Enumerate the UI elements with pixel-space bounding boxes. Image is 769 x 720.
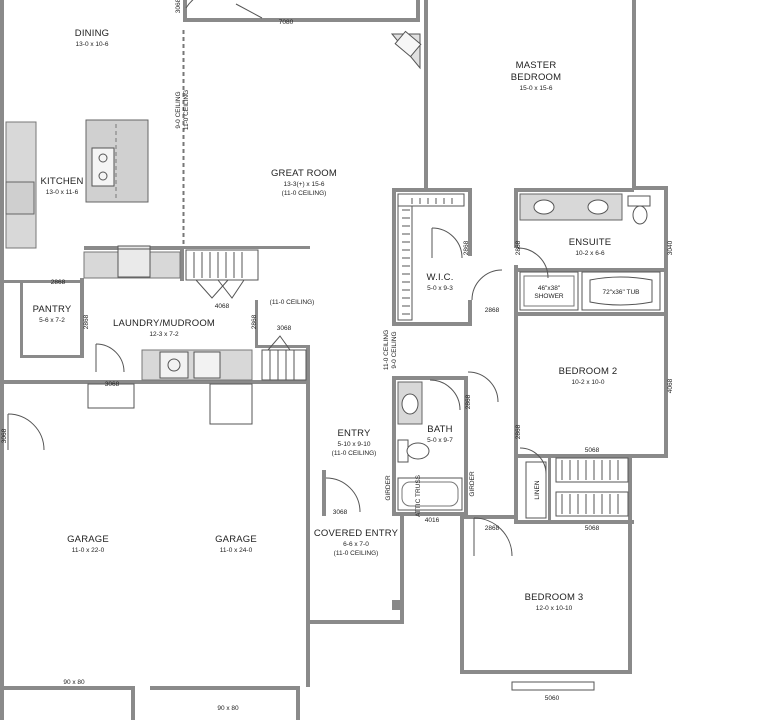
bedroom3-size: 12-0 x 10-10: [536, 605, 573, 612]
wic-size: 5-0 x 9-3: [427, 285, 453, 292]
dim-4068-bed2: 4068: [667, 378, 674, 393]
dim-4016: 4016: [425, 517, 440, 524]
kitchen-name: KITCHEN: [40, 176, 83, 187]
dim-2868-wic: 2868: [463, 240, 470, 255]
dim-9080-b: 90 x 80: [217, 705, 239, 712]
doors: [7, 0, 595, 691]
wic-shelves: [397, 193, 503, 321]
great-room-note: (11-0 CEILING): [282, 190, 327, 197]
dim-3068-mud: 3068: [105, 381, 120, 388]
kitchen-area: [5, 30, 422, 279]
master-name-1: MASTER: [516, 60, 557, 71]
bedroom2-name: BEDROOM 2: [559, 366, 618, 377]
ensuite-name: ENSUITE: [569, 237, 612, 248]
garage-left-name: GARAGE: [67, 534, 109, 545]
kitchen-size: 13-0 x 11-6: [46, 189, 79, 196]
pantry-name: PANTRY: [33, 304, 72, 315]
dim-2868-ensuite: 2868: [515, 240, 522, 255]
dim-2868-bath: 2868: [465, 394, 472, 409]
dim-5060: 5060: [545, 695, 560, 702]
shower-label: SHOWER: [534, 293, 564, 300]
dim-7080: 7080: [279, 19, 294, 26]
dim-3068-top: 3068: [175, 0, 182, 13]
tub-label: 72"x36" TUB: [602, 289, 639, 296]
dim-2868-bed3: 2868: [485, 525, 500, 532]
garage-right-name: GARAGE: [215, 534, 257, 545]
dim-5068-bed2: 5068: [585, 447, 600, 454]
ceiling-pair-b-label: 9-0 CEILING: [391, 331, 398, 368]
dim-2868-laundry-v: 2868: [251, 314, 258, 329]
ensuite-size: 10-2 x 6-6: [575, 250, 605, 257]
ceiling-laundry-label: (11-0 CEILING): [270, 299, 315, 306]
dining-size: 13-0 x 10-6: [76, 41, 109, 48]
laundry-fixtures: [87, 249, 307, 425]
linen-label: LINEN: [534, 480, 541, 499]
bath-size: 5-0 x 9-7: [427, 437, 453, 444]
entry-note: (11-0 CEILING): [332, 450, 377, 457]
laundry-size: 12-3 x 7-2: [149, 331, 179, 338]
door-dimensions: 7080 3068 2868 2868 2868 4068 3068 3068 …: [1, 0, 674, 712]
covered-entry-name: COVERED ENTRY: [314, 528, 399, 539]
bedroom2-size: 10-2 x 10-0: [572, 379, 605, 386]
great-room-size: 13-3(+) x 15-6: [283, 181, 324, 188]
exterior-walls: [0, 0, 668, 720]
ceiling-right-label: 11-0 CEILING: [183, 90, 190, 130]
room-labels: DINING 13-0 x 10-6 KITCHEN 13-0 x 11-6 G…: [33, 28, 618, 612]
dim-2868-pantry-v: 2868: [83, 314, 90, 329]
dim-3040: 3040: [667, 240, 674, 255]
master-name-2: BEDROOM: [511, 72, 562, 83]
shower-size-label: 46"x38": [538, 285, 561, 292]
ceiling-pair-a-label: 11-0 CEILING: [383, 330, 390, 370]
garage-right-size: 11-0 x 24-0: [220, 547, 253, 554]
dim-2868-bed2: 2868: [515, 424, 522, 439]
great-room-name: GREAT ROOM: [271, 168, 337, 179]
bath-name: BATH: [427, 424, 452, 435]
dim-4068-laundry: 4068: [215, 303, 230, 310]
dim-3068-laundry: 3068: [277, 325, 292, 332]
wic-name: W.I.C.: [426, 272, 453, 283]
covered-entry-size: 6-6 x 7-0: [343, 541, 369, 548]
master-size: 15-0 x 15-6: [520, 85, 553, 92]
entry-name: ENTRY: [337, 428, 370, 439]
dim-3068-entry: 3068: [333, 509, 348, 516]
covered-entry-note: (11-0 CEILING): [334, 550, 379, 557]
laundry-name: LAUNDRY/MUDROOM: [113, 318, 215, 329]
bedroom-closets: [519, 447, 629, 519]
entry-size: 5-10 x 9-10: [338, 441, 371, 448]
dim-5068-bed3: 5068: [585, 525, 600, 532]
annotation-labels: 9-0 CEILING 11-0 CEILING 11-0 CEILING 9-…: [175, 90, 640, 517]
bath-fixtures: [397, 379, 463, 511]
ensuite-fixtures: [517, 193, 661, 311]
girder-a-label: GIRDER: [385, 475, 392, 501]
garage-left-size: 11-0 x 22-0: [72, 547, 105, 554]
dim-3068-garage: 3068: [1, 428, 8, 443]
dim-9080-a: 90 x 80: [63, 679, 85, 686]
dim-2868-wic-bottom: 2868: [485, 307, 500, 314]
ceiling-left-label: 9-0 CEILING: [175, 91, 182, 128]
attic-label: ATTIC TRUSS: [415, 474, 422, 517]
girder-b-label: GIRDER: [469, 471, 476, 497]
dining-name: DINING: [75, 28, 109, 39]
dim-2868-pantry: 2868: [51, 279, 66, 286]
pantry-size: 5-6 x 7-2: [39, 317, 65, 324]
bedroom3-name: BEDROOM 3: [525, 592, 584, 603]
